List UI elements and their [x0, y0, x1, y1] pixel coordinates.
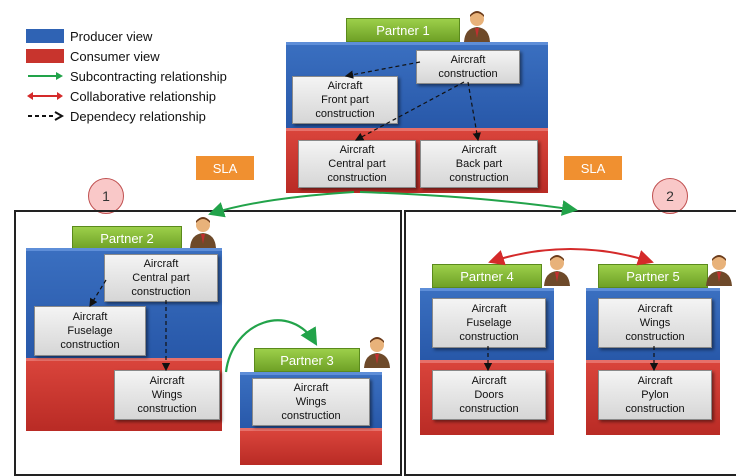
- partner-1-tag: Partner 1: [346, 18, 460, 42]
- dep-p2-to-fuselage: [89, 279, 107, 308]
- sla-right: SLA: [564, 156, 622, 180]
- legend-producer-label: Producer view: [70, 28, 153, 44]
- legend-dependency-label: Dependecy relationship: [70, 108, 206, 124]
- legend-collaborative-label: Collaborative relationship: [70, 88, 216, 104]
- producer-swatch: [26, 29, 64, 43]
- partner-1-person-icon: [464, 11, 490, 42]
- legend-consumer-label: Consumer view: [70, 48, 160, 64]
- dep-p1-to-back: [467, 81, 481, 142]
- subcontract-p1-to-p4: [359, 191, 578, 216]
- dep-p1-to-central: [354, 81, 465, 141]
- sla-left: SLA: [196, 156, 254, 180]
- partner-5-person-icon: [706, 255, 732, 286]
- partner-2-person-icon: [190, 217, 216, 248]
- p5-wings: Aircraft Wings construction: [598, 298, 712, 348]
- partner-3-person-icon: [364, 337, 390, 368]
- partner-3-consumer-view: [240, 428, 382, 465]
- collab-p4-p5: [488, 248, 654, 266]
- p2-wings: Aircraft Wings construction: [114, 370, 220, 420]
- p2-central-part: Aircraft Central part construction: [104, 254, 218, 302]
- p1-aircraft-construction: Aircraft construction: [416, 50, 520, 84]
- p3-wings: Aircraft Wings construction: [252, 378, 370, 426]
- number-1-badge: 1: [88, 178, 124, 214]
- subcontract-p1-to-p2: [208, 191, 355, 218]
- partner-3-tag: Partner 3: [254, 348, 360, 372]
- legend-consumer: Consumer view: [26, 48, 160, 64]
- p1-central-part: Aircraft Central part construction: [298, 140, 416, 188]
- p1-back-part: Aircraft Back part construction: [420, 140, 538, 188]
- consumer-swatch: [26, 49, 64, 63]
- legend-subcontracting: Subcontracting relationship: [26, 68, 227, 84]
- red-double-arrow-icon: [27, 92, 63, 100]
- legend-collaborative: Collaborative relationship: [26, 88, 216, 104]
- legend-dependency: Dependecy relationship: [26, 108, 206, 124]
- p1-front-part: Aircraft Front part construction: [292, 76, 398, 124]
- dashed-arrow-icon: [28, 111, 64, 121]
- number-2-badge: 2: [652, 178, 688, 214]
- green-arrow-icon: [28, 72, 63, 80]
- dep-p1-to-front: [344, 61, 421, 79]
- p4-fuselage: Aircraft Fuselage construction: [432, 298, 546, 348]
- partner-2-tag: Partner 2: [72, 226, 182, 250]
- legend-producer: Producer view: [26, 28, 152, 44]
- subcontract-p2-to-p3: [224, 319, 318, 373]
- partner-4-tag: Partner 4: [432, 264, 542, 288]
- legend-subcontracting-label: Subcontracting relationship: [70, 68, 227, 84]
